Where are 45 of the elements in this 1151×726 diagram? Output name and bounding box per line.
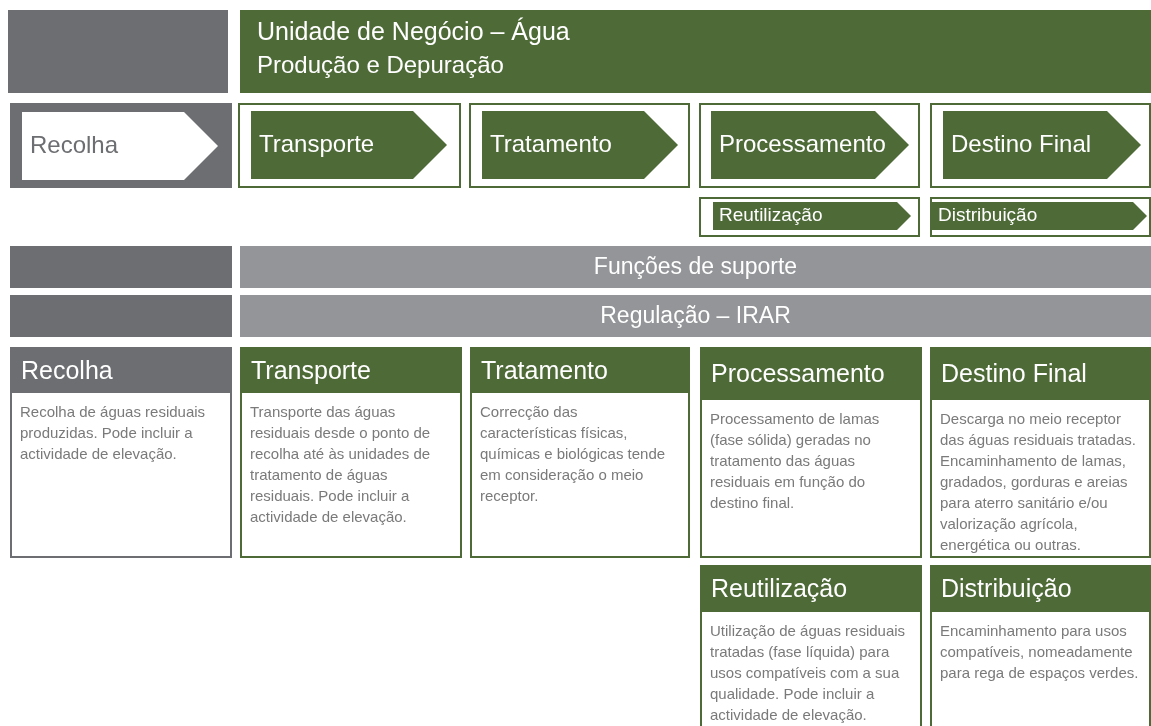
step-frame xyxy=(699,197,920,237)
card-header: Distribuição xyxy=(930,565,1151,612)
band-label: Regulação – IRAR xyxy=(599,302,792,329)
card-header: Destino Final xyxy=(930,347,1151,400)
step-frame xyxy=(469,103,690,188)
step-frame xyxy=(699,103,920,188)
step-label: Recolha xyxy=(30,131,119,160)
description-text: Utilização de águas residuais tratadas (fase líquida) para usos compatíveis com a sua qualidade. Pode incluir a actividade de elevação. xyxy=(710,621,907,725)
step-frame xyxy=(930,103,1151,188)
step-label: Transporte xyxy=(259,130,375,159)
banner-title: Unidade de Negócio – Água xyxy=(257,17,570,46)
info-card xyxy=(470,347,690,558)
description-text: Transporte das águas residuais desde o ponto de recolha até às unidades de tratamento de águas residuais. Pode incluir a actividade de elevação. xyxy=(250,402,432,527)
band-label: Funções de suporte xyxy=(592,253,799,280)
step-label: Processamento xyxy=(719,130,886,159)
side-block xyxy=(10,246,232,288)
band-bar xyxy=(240,295,1151,337)
card-header: Processamento xyxy=(700,347,922,400)
description-text: Descarga no meio receptor das águas residuais tratadas. Encaminhamento de lamas, gradados, gorduras e areias para aterro sanitário e/ou valorização agrícola, energética ou outras. xyxy=(940,409,1137,555)
step-label: Reutilização xyxy=(719,204,823,227)
band-bar xyxy=(240,246,1151,288)
card-header: Tratamento xyxy=(470,347,690,393)
info-card xyxy=(700,347,922,558)
step-label: Tratamento xyxy=(490,130,612,159)
side-block xyxy=(8,10,228,93)
title-banner xyxy=(240,10,1151,93)
info-card xyxy=(10,347,232,558)
info-card xyxy=(240,347,462,558)
info-card xyxy=(930,347,1151,558)
description-text: Processamento de lamas (fase sólida) geradas no tratamento das águas residuais em função do destino final. xyxy=(710,409,881,513)
card-header: Transporte xyxy=(240,347,462,393)
info-card xyxy=(930,565,1151,726)
step-frame xyxy=(10,103,232,188)
banner-subtitle: Produção e Depuração xyxy=(257,51,504,79)
step-label: Distribuição xyxy=(938,204,1038,227)
card-header: Recolha xyxy=(10,347,232,393)
description-text: Recolha de águas residuais produzidas. Pode incluir a actividade de elevação. xyxy=(20,402,207,464)
description-text: Correcção das características físicas, químicas e biológicas tende em consideração o meio receptor. xyxy=(480,402,667,506)
info-card xyxy=(700,565,922,726)
description-text: Encaminhamento para usos compatíveis, nomeadamente para rega de espaços verdes. xyxy=(940,621,1139,683)
step-frame xyxy=(930,197,1151,237)
card-header: Reutilização xyxy=(700,565,922,612)
side-block xyxy=(10,295,232,337)
step-label: Destino Final xyxy=(951,130,1092,159)
step-frame xyxy=(238,103,461,188)
